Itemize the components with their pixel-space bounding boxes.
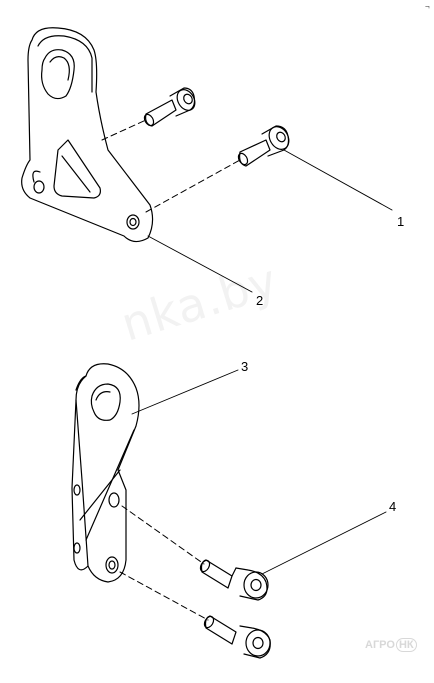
leader-line-2 bbox=[147, 235, 253, 293]
callout-4: 4 bbox=[389, 499, 397, 514]
leader-line-3 bbox=[131, 369, 239, 415]
bolt-lower bbox=[203, 615, 271, 659]
callout-2: 2 bbox=[256, 293, 264, 308]
bolt-part-1 bbox=[237, 125, 290, 167]
callout-3: 3 bbox=[241, 359, 249, 374]
leader-line-1 bbox=[283, 149, 393, 211]
logo-text-right: НК bbox=[395, 638, 417, 652]
upper-bracket bbox=[21, 27, 154, 243]
bolt-part-4 bbox=[199, 559, 269, 601]
corner-mark: ¬ bbox=[425, 2, 430, 11]
callout-1: 1 bbox=[397, 214, 405, 229]
leader-line-4 bbox=[261, 511, 387, 575]
upper-alignment-lines bbox=[101, 119, 241, 213]
bolt-upper-a bbox=[143, 87, 196, 127]
lower-alignment-lines bbox=[119, 505, 209, 621]
lower-bracket bbox=[71, 363, 140, 583]
logo-text-left: АГРО bbox=[365, 639, 395, 651]
leader-lines bbox=[131, 149, 393, 575]
